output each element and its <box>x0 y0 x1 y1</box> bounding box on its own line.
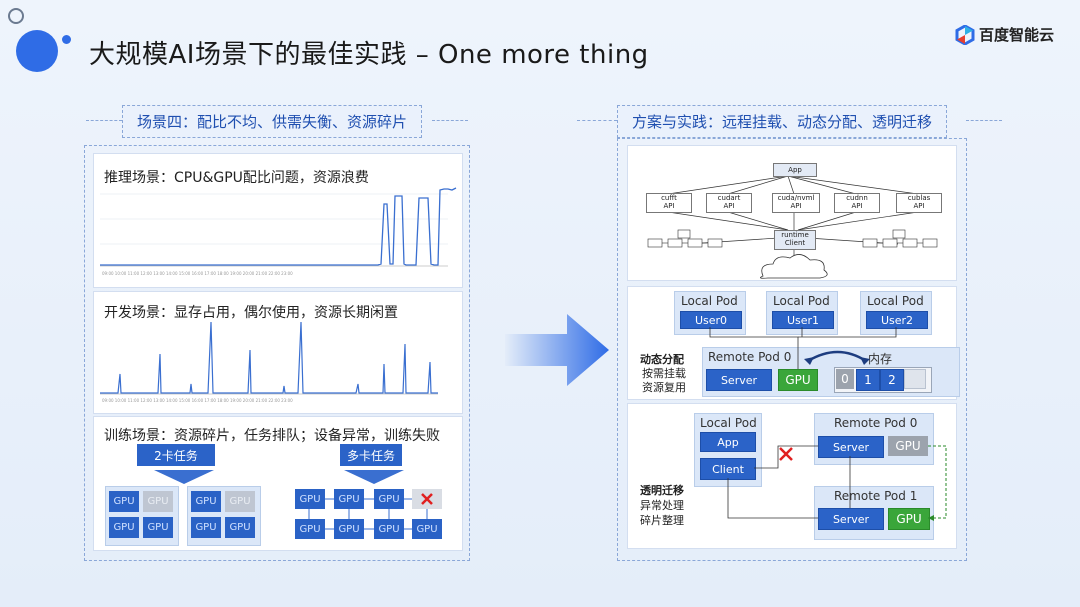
migr-side-label: 异常处理 <box>640 499 684 512</box>
memory-cell-1: 1 <box>856 369 880 391</box>
left-section-label: 场景四：配比不均、供需失衡、资源碎片 <box>122 105 423 138</box>
migr-server-box-1: Server <box>818 508 884 530</box>
deco-big-dot <box>16 30 58 72</box>
dev-chart: 09:00 10:00 11:00 12:00 13:00 14:00 15:0… <box>100 321 438 403</box>
gpu-cell: GPU <box>412 519 442 539</box>
gpu-cell: GPU <box>374 489 404 509</box>
inference-usage-line <box>100 187 457 266</box>
inference-panel: 推理场景：CPU&GPU配比问题，资源浪费 09:00 10:00 11:00 … <box>93 153 463 288</box>
migr-side-label: 透明迁移 <box>640 484 684 497</box>
migr-gpu-box-1: GPU <box>888 508 930 530</box>
svg-text:09:00 10:00 11:00 12:00 13:00: 09:00 10:00 11:00 12:00 13:00 14:00 15:0… <box>102 398 293 403</box>
arch-api-box: cuda/nvml API <box>772 193 820 213</box>
swap-arc-icon <box>807 350 867 363</box>
cloud-icon <box>760 254 828 279</box>
right-label-line-right <box>966 120 1002 121</box>
remote-pod-label: Remote Pod 0 <box>708 350 792 364</box>
page-title: 大规模AI场景下的最佳实践 – One more thing <box>89 40 649 70</box>
dyn-side-label: 动态分配 <box>640 353 684 366</box>
gpu-cell: GPU <box>295 489 325 509</box>
gpu-cell: GPU <box>225 517 255 538</box>
two-card-arrow <box>154 470 214 484</box>
memory-cell-2: 2 <box>880 369 904 391</box>
memory-label: 内存 <box>868 352 893 366</box>
dyn-side-label: 按需挂载 <box>642 367 686 380</box>
logo-text: 百度智能云 <box>979 26 1055 44</box>
arch-links <box>647 175 938 279</box>
migr-server-box-0: Server <box>818 436 884 458</box>
migration-panel: 透明迁移 异常处理 碎片整理 Local Pod App Client Remo… <box>627 403 957 549</box>
user1-box: User1 <box>772 311 834 329</box>
two-card-task-tag: 2卡任务 <box>137 444 215 466</box>
gpu-cell: GPU <box>374 519 404 539</box>
dev-usage-line <box>100 321 438 394</box>
memory-cell-free <box>904 369 926 389</box>
train-panel: 训练场景：资源碎片，任务排队；设备异常，训练失败 2卡任务 多卡任务 GPU G… <box>93 416 463 551</box>
remote-pod-label: Remote Pod 0 <box>834 416 918 430</box>
disconnect-x-icon <box>779 447 793 461</box>
arch-app-box: App <box>773 163 817 177</box>
inference-chart: 09:00 10:00 11:00 12:00 13:00 14:00 15:0… <box>100 187 457 276</box>
multi-card-links <box>308 498 428 530</box>
left-label-line-left <box>86 120 122 121</box>
migr-side-label: 碎片整理 <box>640 514 684 527</box>
arch-runtime-box: runtime Client <box>774 230 816 250</box>
arch-api-box: cufft API <box>646 193 692 213</box>
error-x-icon <box>421 493 433 505</box>
gpu-cell: GPU <box>334 519 364 539</box>
dev-title: 开发场景：显存占用，偶尔使用，资源长期闲置 <box>104 305 398 321</box>
svg-text:09:00 10:00 11:00 12:00 13:00: 09:00 10:00 11:00 12:00 13:00 14:00 15:0… <box>102 271 293 276</box>
local-pod-label: Local Pod <box>681 294 738 308</box>
gpu-cell-idle: GPU <box>143 491 173 512</box>
local-pod-label: Local Pod <box>700 416 757 430</box>
dyn-side-label: 资源复用 <box>642 381 686 394</box>
right-outer-frame <box>617 138 967 561</box>
gpu-cell-idle: GPU <box>225 491 255 512</box>
remote-pod-label: Remote Pod 1 <box>834 489 918 503</box>
dev-panel: 开发场景：显存占用，偶尔使用，资源长期闲置 09:00 10:00 11:00 … <box>93 291 463 414</box>
migr-gpu-box-0: GPU <box>888 436 928 456</box>
gpu-cell: GPU <box>109 517 139 538</box>
arch-panel: App cufft API cudart API cuda/nvml API c… <box>627 145 957 281</box>
gpu-cell: GPU <box>109 491 139 512</box>
dyn-server-box: Server <box>706 369 772 391</box>
gpu-cell: GPU <box>191 491 221 512</box>
train-title: 训练场景：资源碎片，任务排队；设备异常，训练失败 <box>104 428 440 444</box>
gpu-cell: GPU <box>191 517 221 538</box>
user2-box: User2 <box>866 311 928 329</box>
transition-arrow-icon <box>505 314 609 386</box>
inference-title: 推理场景：CPU&GPU配比问题，资源浪费 <box>104 170 369 186</box>
gpu-cell: GPU <box>143 517 173 538</box>
cloud-logo-icon <box>955 24 975 45</box>
deco-ring <box>8 8 24 24</box>
left-label-line-right <box>432 120 468 121</box>
right-section-label: 方案与实践：远程挂载、动态分配、透明迁移 <box>617 105 948 138</box>
failed-gpu-cell <box>412 489 442 509</box>
multi-card-arrow <box>344 470 404 484</box>
arch-api-box: cudnn API <box>834 193 880 213</box>
left-outer-frame <box>84 145 470 561</box>
arch-api-box: cublas API <box>896 193 942 213</box>
deco-small-dot <box>62 35 71 44</box>
memory-cell-0: 0 <box>836 369 854 389</box>
migr-app-box: App <box>700 432 756 452</box>
user0-box: User0 <box>680 311 742 329</box>
gpu-cell: GPU <box>334 489 364 509</box>
local-pod-label: Local Pod <box>867 294 924 308</box>
arch-api-box: cudart API <box>706 193 752 213</box>
gpu-cell: GPU <box>295 519 325 539</box>
multi-card-task-tag: 多卡任务 <box>340 444 402 466</box>
local-pod-label: Local Pod <box>773 294 830 308</box>
migr-client-box: Client <box>700 458 756 480</box>
right-label-line-left <box>577 120 617 121</box>
migr-links <box>727 445 947 521</box>
dyn-gpu-box: GPU <box>778 369 818 391</box>
dyn-panel: Local Pod User0 Local Pod User1 Local Po… <box>627 286 960 400</box>
dyn-links <box>709 327 897 369</box>
brand-logo: 百度智能云 <box>955 24 1054 45</box>
